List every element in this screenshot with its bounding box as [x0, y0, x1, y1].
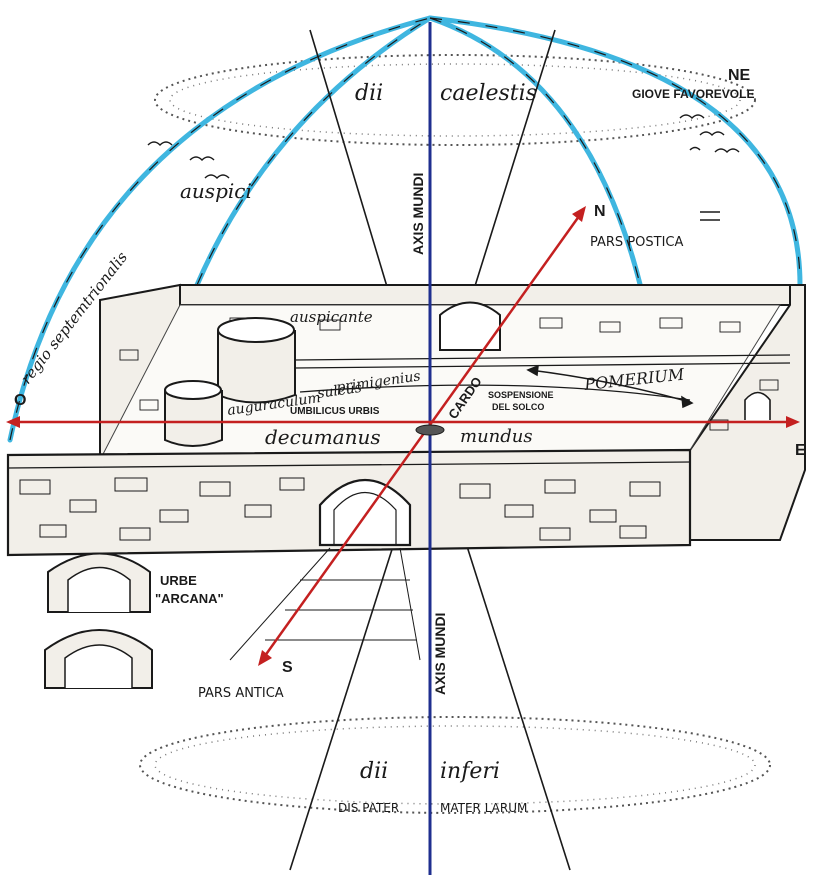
road [229, 547, 421, 661]
cardo-axis [258, 206, 586, 666]
east-label: E [795, 442, 806, 459]
jove-favorable-label: GIOVE FAVOREVOLE [632, 87, 754, 101]
pars-antica-label: PARS ANTICA [198, 686, 284, 701]
upper-sky-ring [154, 54, 756, 146]
axis-mundi-lower-label: AXIS MUNDI [432, 613, 448, 695]
lower-gods-right-label: inferi [440, 759, 500, 784]
upper-gods-left-label: dii [355, 81, 383, 106]
birds [147, 114, 740, 221]
ne-label: NE [728, 67, 751, 84]
auspicant-label: auspicante [290, 308, 373, 326]
lower-gods-left-label: dii [360, 759, 388, 784]
axis-mundi-upper-label: AXIS MUNDI [410, 173, 426, 255]
mundus-pit [415, 424, 445, 436]
south-label: S [282, 659, 293, 676]
augur-towers [164, 317, 296, 447]
mater-larum-label: MATER LARUM [440, 801, 527, 815]
upper-gods-right-label: caelestis [440, 81, 537, 106]
front-gate [318, 479, 412, 547]
north-label: N [594, 203, 606, 220]
hidden-city-label-line2: "ARCANA" [155, 591, 224, 606]
suspension-label-line2: DEL SOLCO [492, 402, 544, 412]
decumanus-label: decumanus [265, 425, 381, 449]
right-gate [744, 391, 771, 420]
suspension-label-line1: SOSPENSIONE [488, 390, 554, 400]
underworld-ring [139, 716, 771, 814]
auspices-label: auspici [180, 179, 252, 203]
decumanus-axis [6, 416, 800, 428]
dis-pater-label: DIS PATER [338, 801, 399, 815]
west-label: O [14, 392, 26, 409]
hidden-city-label-line1: URBE [160, 573, 197, 588]
umbilicus-urbis-label: UMBILICUS URBIS [290, 406, 380, 417]
furrow-line [294, 354, 791, 401]
back-gate [439, 301, 501, 351]
pomerium-arrow [526, 364, 694, 409]
pars-postica-label: PARS POSTICA [590, 235, 683, 250]
sulcus-label: sulcus [316, 380, 363, 402]
mundus-label: mundus [460, 426, 533, 447]
hidden-city [44, 552, 153, 689]
